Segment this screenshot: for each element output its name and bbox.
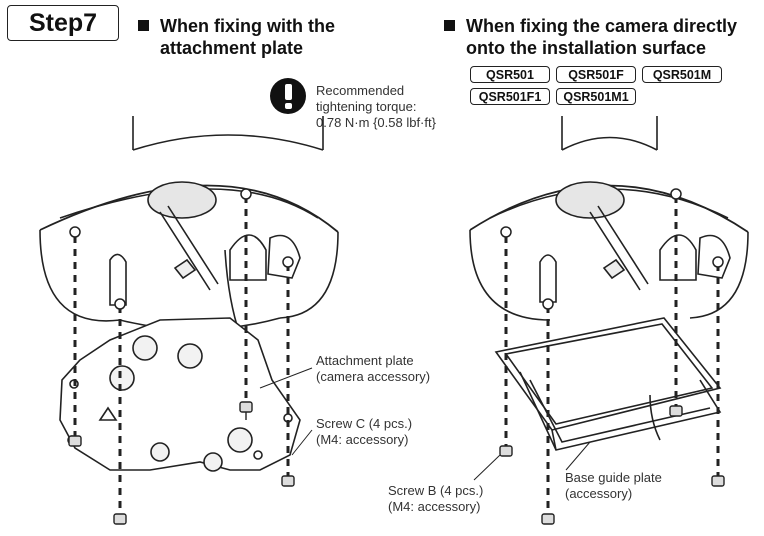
model-badge: QSR501F1 <box>470 88 550 105</box>
right-title-line2: onto the installation surface <box>466 38 707 58</box>
left-leader-lines <box>259 367 313 456</box>
left-camera-dome <box>39 116 339 336</box>
base-guide-sublabel: (accessory) <box>565 486 633 501</box>
right-title-line1: When fixing the camera directly <box>466 16 738 36</box>
screw-b-sublabel: (M4: accessory) <box>388 499 481 514</box>
screw-b-icons <box>499 405 725 525</box>
model-badge: QSR501M <box>642 66 722 83</box>
model-badge: QSR501M1 <box>556 88 636 105</box>
torque-line3: 0.78 N·m {0.58 lbf·ft} <box>316 115 436 130</box>
right-camera-dome <box>469 116 749 321</box>
left-title-line2: attachment plate <box>160 38 304 58</box>
screw-c-icons <box>68 401 295 525</box>
caution-icon <box>270 78 306 114</box>
screw-c-sublabel: (M4: accessory) <box>316 432 409 447</box>
torque-line1: Recommended <box>316 83 405 98</box>
screw-b-label: Screw B (4 pcs.) <box>388 483 484 498</box>
bullet-square-icon <box>138 20 149 31</box>
attachment-plate-sublabel: (camera accessory) <box>316 369 431 384</box>
bullet-square-icon <box>444 20 455 31</box>
left-screw-guides <box>73 196 290 516</box>
right-leader-lines <box>473 441 591 481</box>
base-guide-plate <box>494 317 722 451</box>
torque-line2: tightening torque: <box>316 99 417 114</box>
model-badge: QSR501F <box>556 66 636 83</box>
base-guide-label: Base guide plate <box>565 470 662 485</box>
model-badge: QSR501 <box>470 66 550 83</box>
left-section-title: When fixing with the attachment plate <box>138 15 335 59</box>
attachment-plate <box>59 317 301 472</box>
right-screw-tops <box>500 188 724 310</box>
attachment-plate-label: Attachment plate <box>316 353 414 368</box>
step-label: Step7 <box>7 5 119 41</box>
screw-c-label: Screw C (4 pcs.) <box>316 416 413 431</box>
left-title-line1: When fixing with the <box>160 16 335 36</box>
right-section-title: When fixing the camera directly onto the… <box>444 15 737 59</box>
right-screw-guides <box>504 196 720 516</box>
left-screw-tops <box>69 188 294 310</box>
